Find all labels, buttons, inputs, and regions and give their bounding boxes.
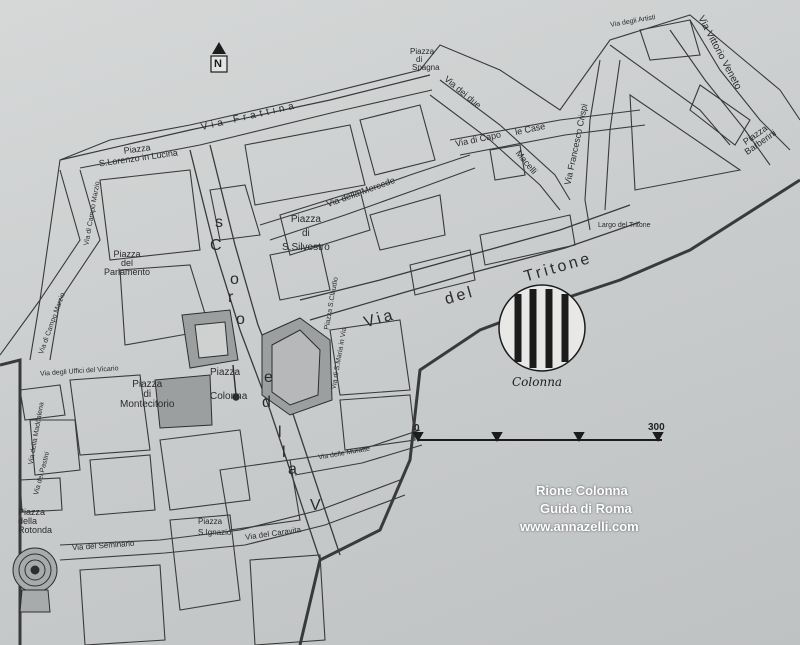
scale-start-label: 0 bbox=[414, 423, 420, 434]
piazza-di-spagna-label: Piazza di Spagna bbox=[410, 47, 440, 72]
piazza-s-ignazio-label: Piazza S.Ignazio bbox=[198, 517, 232, 537]
credit-guide: Guida di Roma bbox=[540, 501, 632, 516]
scale-end-label: 300 bbox=[648, 422, 665, 433]
piazza-montecitorio-label: Piazza di Montecitorio bbox=[120, 379, 175, 410]
corso-letter-a: a bbox=[288, 461, 300, 478]
corso-letter-e: e bbox=[264, 369, 276, 386]
emblem-label: Colonna bbox=[512, 375, 563, 389]
corso-letter-l2: l bbox=[282, 444, 289, 461]
colonna-emblem bbox=[498, 284, 586, 372]
corso-letter-c: C bbox=[210, 237, 225, 254]
largo-tritone-label: Largo del Tritone bbox=[598, 222, 651, 229]
credit-website: www.annazelli.com bbox=[520, 519, 639, 534]
corso-letter-v: V bbox=[310, 497, 324, 514]
credit-title: Rione Colonna bbox=[536, 483, 628, 498]
corso-letter-o: o bbox=[230, 271, 242, 288]
corso-letter-d: d bbox=[262, 394, 274, 411]
piazza-parlamento-label: Piazza del Parlamento bbox=[104, 249, 151, 277]
piazza-san-silvestro-label: Piazza di S.Silvestro bbox=[282, 214, 330, 253]
corso-letter-r: r bbox=[228, 289, 237, 306]
piazza-colonna-label: Piazza Colonna bbox=[210, 367, 248, 402]
corso-letter-l: l bbox=[278, 424, 285, 441]
north-label: N bbox=[214, 58, 222, 70]
corso-letter-o2: o bbox=[236, 311, 248, 328]
corso-letter-s: s bbox=[215, 214, 226, 231]
scale-bar bbox=[412, 432, 664, 443]
piazza-rotonda-label: Piazza della Rotonda bbox=[18, 507, 53, 535]
north-arrow: N bbox=[210, 40, 228, 74]
